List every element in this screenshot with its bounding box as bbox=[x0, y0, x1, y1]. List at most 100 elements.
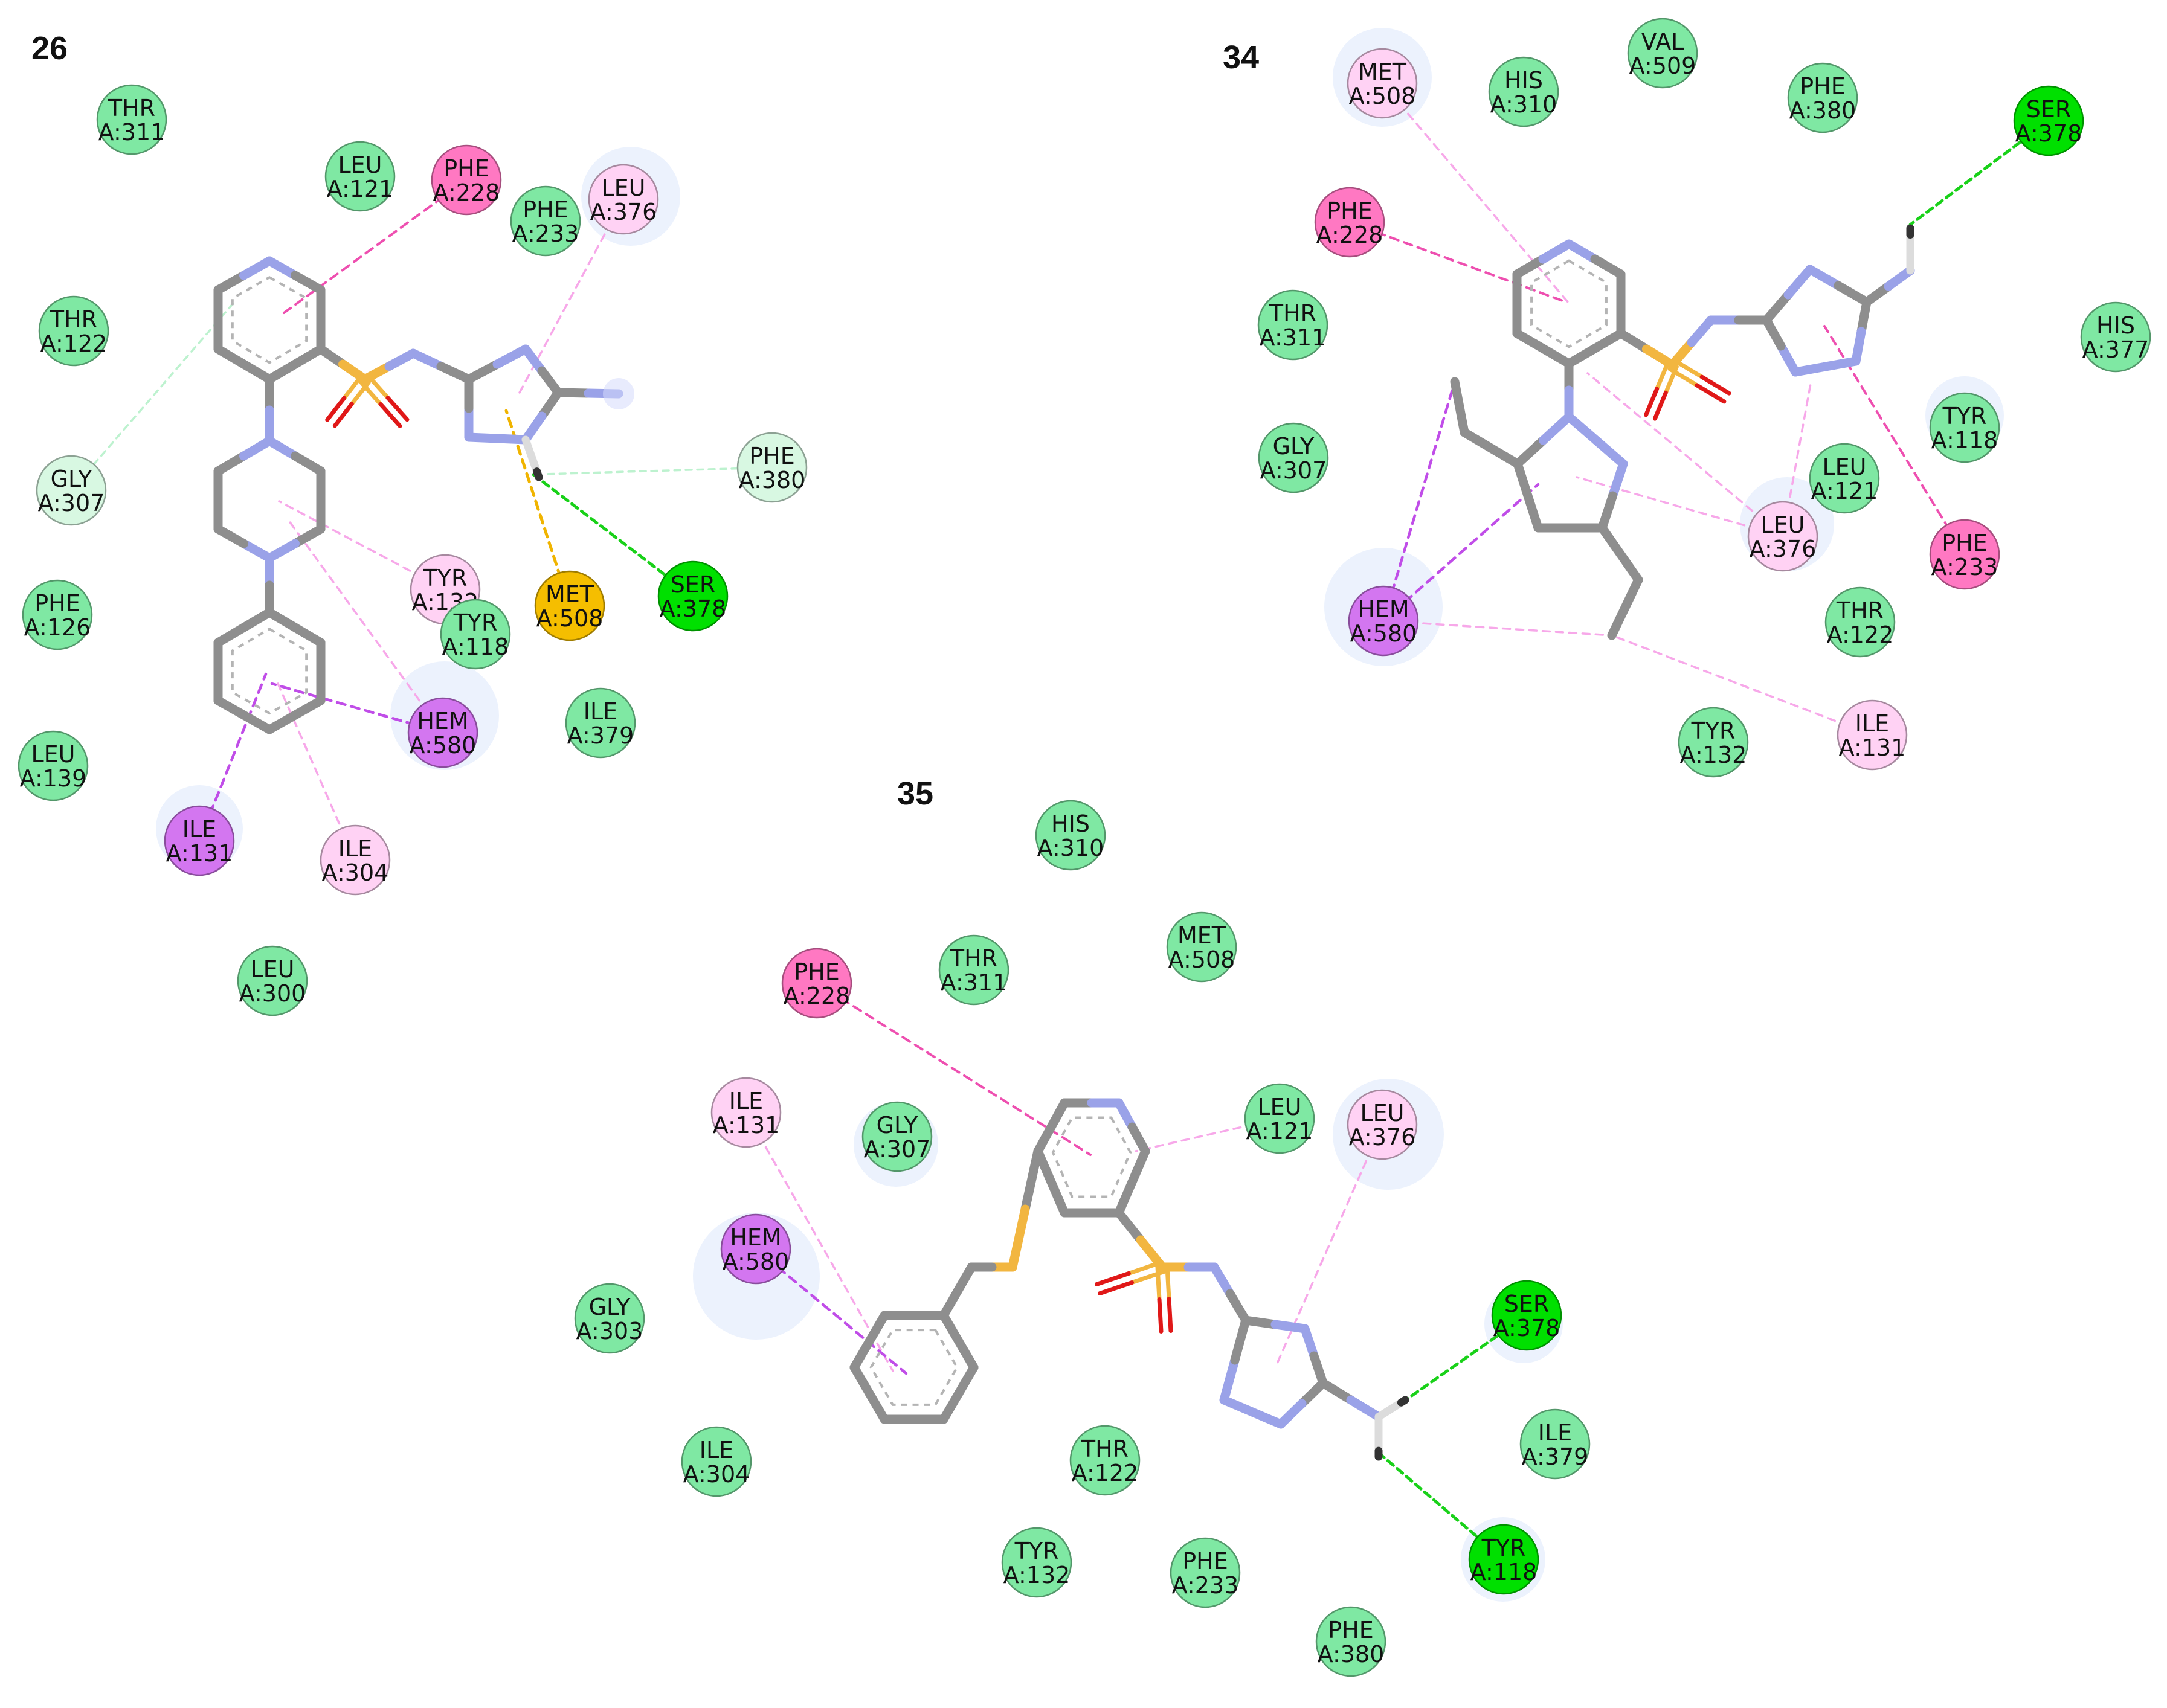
residue-disc bbox=[407, 697, 478, 768]
residue-name: PHE bbox=[1328, 1617, 1374, 1643]
thioether-bond bbox=[1008, 1204, 1030, 1272]
interaction-line-35-leu121-1 bbox=[1135, 1117, 1281, 1152]
ethyl-chain bbox=[1460, 428, 1496, 453]
residue-number: A:580 bbox=[1350, 620, 1417, 647]
residue-name: HIS bbox=[1504, 67, 1543, 94]
residue-number: A:376 bbox=[1349, 1124, 1416, 1151]
ethyl-chain bbox=[1450, 377, 1464, 412]
residue-disc bbox=[720, 1213, 791, 1285]
residue-disc bbox=[237, 945, 308, 1016]
sulfonyl-oxygen bbox=[385, 396, 410, 422]
residue-name: ILE bbox=[182, 816, 216, 843]
sulfonyl-oxygen bbox=[1644, 387, 1660, 417]
residue-number: A:311 bbox=[941, 969, 1008, 996]
residue-disc bbox=[1929, 392, 2000, 463]
phenyl-ring bbox=[265, 608, 300, 632]
pyridine-ring bbox=[1538, 239, 1574, 264]
residue-name: LEU bbox=[31, 741, 76, 768]
residue-name: ILE bbox=[584, 698, 617, 725]
residue-name: PHE bbox=[1800, 73, 1846, 100]
residue-number: A:121 bbox=[1246, 1118, 1313, 1145]
phenyl-ring bbox=[213, 696, 248, 720]
sulfonyl-oxygen bbox=[325, 396, 347, 422]
residue-disc bbox=[1314, 187, 1385, 258]
ethyl-chain bbox=[1597, 523, 1625, 559]
residue-disc bbox=[657, 560, 729, 632]
residue-number: A:139 bbox=[20, 765, 87, 792]
triazole-ring bbox=[1762, 290, 1793, 325]
residue-number: A:379 bbox=[1522, 1443, 1589, 1470]
residue-disc bbox=[38, 295, 109, 367]
sulfonyl-oxygen bbox=[1098, 1280, 1135, 1296]
residue-name: LEU bbox=[602, 175, 646, 201]
residue-name: THR bbox=[50, 306, 97, 333]
phenyl-ring bbox=[291, 623, 326, 647]
residue-disc bbox=[681, 1426, 752, 1497]
residue-disc bbox=[736, 432, 808, 503]
sulfonyl-oxygen bbox=[378, 402, 402, 428]
residue-name: THR bbox=[950, 945, 997, 972]
pyridine-ring bbox=[1564, 344, 1600, 368]
phenyl-ring bbox=[849, 1337, 874, 1372]
pyrazole-ring bbox=[1597, 491, 1617, 533]
piperazine-ring bbox=[213, 451, 248, 476]
residue-name: LEU bbox=[251, 956, 295, 983]
residue-name: PHE bbox=[1942, 530, 1988, 556]
pyridine-ring bbox=[1046, 1177, 1069, 1218]
pyridine-ring bbox=[1033, 1122, 1056, 1156]
